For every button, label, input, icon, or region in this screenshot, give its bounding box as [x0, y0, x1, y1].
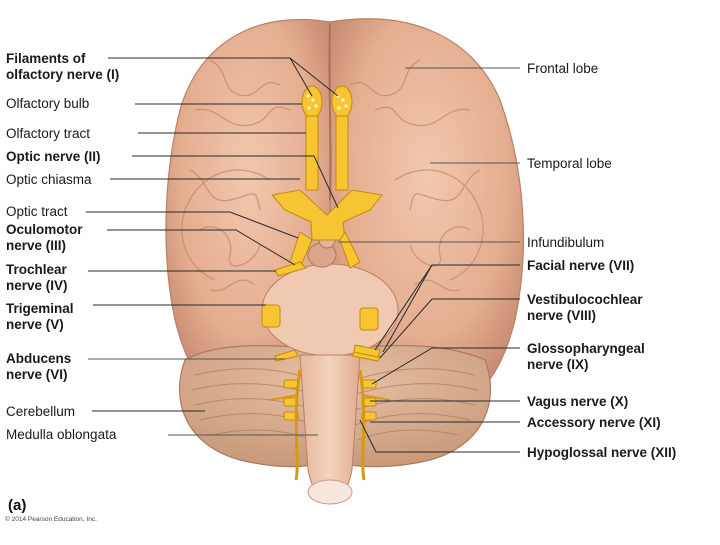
panel-label: (a) — [8, 497, 27, 514]
label-frontal-lobe: Frontal lobe — [527, 61, 599, 76]
label-infundibulum: Infundibulum — [527, 235, 605, 250]
spinal-cord-stump — [307, 479, 353, 505]
label-trochlear-nerve: Trochlear nerve (IV) — [6, 262, 68, 293]
label-hypoglossal-nerve: Hypoglossal nerve (XII) — [527, 445, 677, 460]
label-trigeminal-nerve: Trigeminal nerve (V) — [6, 301, 74, 332]
label-facial-nerve: Facial nerve (VII) — [527, 258, 635, 273]
label-olfactory-tract: Olfactory tract — [6, 126, 91, 141]
label-vestibulocochlear-nerve: Vestibulocochlear nerve (VIII) — [527, 292, 643, 323]
medulla-oblongata — [299, 354, 361, 501]
label-optic-chiasma: Optic chiasma — [6, 172, 92, 187]
label-cerebellum: Cerebellum — [6, 404, 76, 419]
label-abducens-nerve: Abducens nerve (VI) — [6, 351, 72, 382]
leader-lines-right — [338, 67, 520, 453]
label-olfactory-bulb: Olfactory bulb — [6, 96, 90, 111]
label-oculomotor-nerve: Oculomotor nerve (III) — [6, 222, 83, 253]
copyright-text: © 2014 Pearson Education, Inc. — [5, 516, 97, 523]
label-vagus-nerve: Vagus nerve (X) — [527, 394, 629, 409]
label-medulla-oblongata: Medulla oblongata — [6, 427, 117, 442]
olfactory-filaments — [306, 94, 348, 110]
label-olfactory-filaments: Filaments of olfactory nerve (I) — [6, 51, 120, 82]
label-optic-nerve: Optic nerve (II) — [6, 149, 101, 164]
label-glossopharyngeal-nerve: Glossopharyngeal nerve (IX) — [527, 341, 645, 372]
cranial-nerves — [261, 85, 391, 481]
label-accessory-nerve: Accessory nerve (XI) — [527, 415, 661, 430]
leader-lines-left — [86, 57, 339, 436]
label-temporal-lobe: Temporal lobe — [527, 156, 612, 171]
label-optic-tract: Optic tract — [6, 204, 68, 219]
